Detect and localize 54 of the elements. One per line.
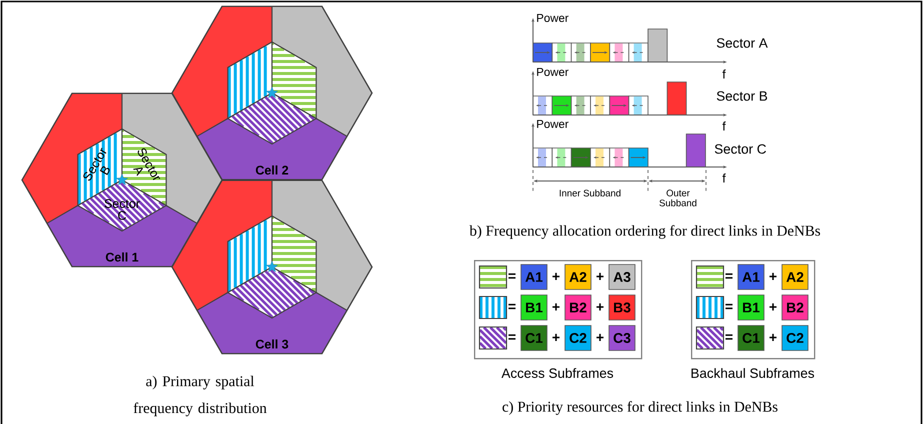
operator-sign: + [770,303,776,310]
axis-label: Power [537,14,568,22]
operator-sign: = [726,273,732,279]
resource-box: B2 [564,294,592,320]
operator-sign: = [508,304,516,310]
band-label: Inner Subband [560,190,620,196]
pattern-swatch [696,326,724,350]
resource-box: A2 [782,264,808,290]
resource-box: C1 [738,325,764,351]
caption: c) Priority resources for direct links in DeNBs [502,401,778,415]
operator-sign: + [770,272,776,280]
pattern-swatch [696,296,724,320]
caption: a) Primary spatial frequency distribution [134,376,267,416]
resource-box: C1 [520,325,548,351]
resource-box: C2 [782,325,808,351]
cell-hexagon: Cell 2 [171,6,373,180]
node-label: Access Subframes [501,368,614,378]
pattern-swatch [478,296,508,320]
pattern-swatch [478,265,508,289]
operator-sign: = [726,334,732,340]
resource-box: C3 [608,325,636,351]
operator-sign: + [596,303,604,310]
axis-label: Power [537,68,568,76]
resource-box: A2 [564,264,592,290]
operator-sign: + [552,334,560,341]
operator-sign: = [726,304,732,310]
operator-sign: = [508,334,516,340]
operator-sign: + [596,272,604,280]
pattern-swatch [478,326,508,350]
resource-box: B3 [608,294,636,320]
row-label: Sector C [714,144,766,154]
resource-box: A1 [738,264,764,290]
operator-sign: + [552,303,560,310]
resource-box: B1 [738,294,764,320]
pattern-swatch [696,265,724,289]
resource-box: C2 [564,325,592,351]
resource-box: A1 [520,264,548,290]
resource-box: B1 [520,294,548,320]
caption: b) Frequency allocation ordering for direct links in DeNBs [469,225,820,239]
operator-sign: + [596,334,604,341]
band-label: Outer Subband [660,190,696,206]
operator-sign: + [552,272,560,280]
axis-label: Power [537,120,568,128]
row-label: Sector B [716,91,768,101]
node-label: Backhaul Subframes [692,368,814,378]
resource-box: B2 [782,294,808,320]
operator-sign: + [770,334,776,341]
cell-hexagon: Cell 3 [171,180,373,354]
row-label: Sector A [716,38,768,48]
axis-label: f [722,70,726,78]
axis-label: f [722,122,726,130]
axis-label: f [722,174,726,182]
operator-sign: = [508,273,516,279]
resource-box: A3 [608,264,636,290]
